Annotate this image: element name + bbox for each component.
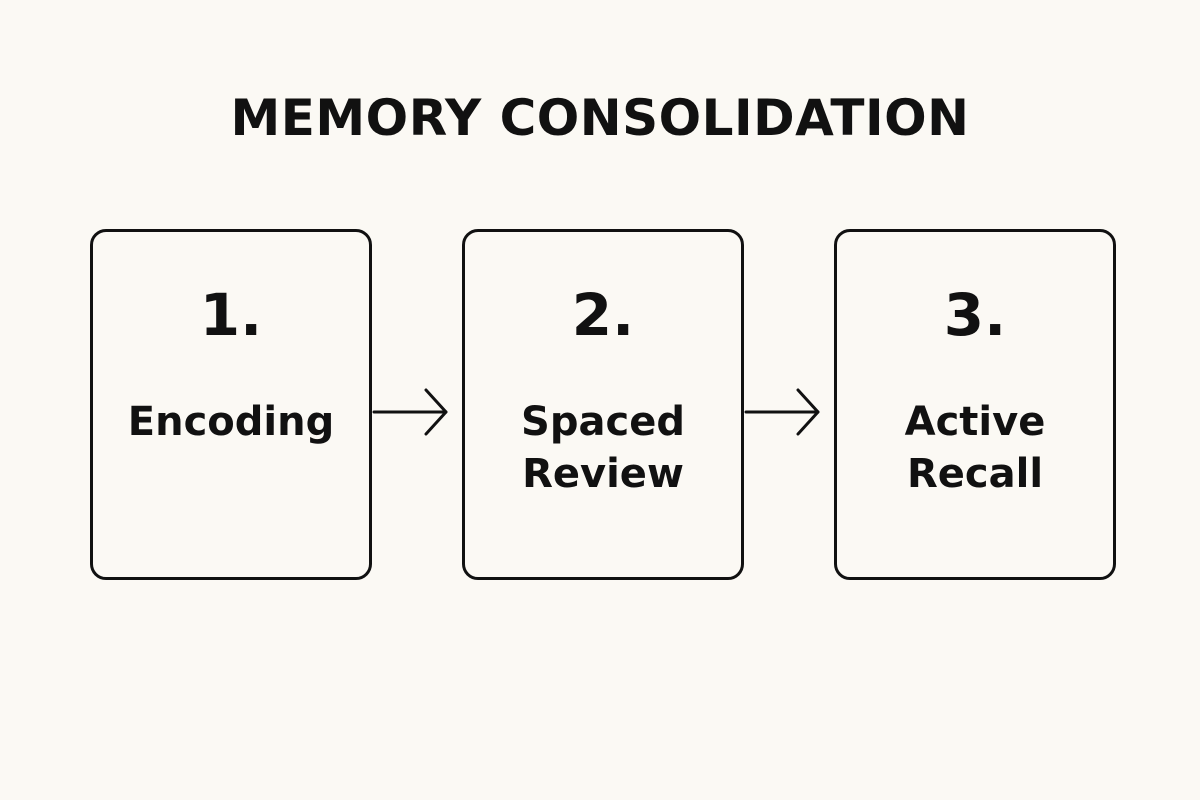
step-label: Active Recall (904, 399, 1046, 497)
step-label: Spaced Review (521, 399, 685, 497)
step-box-spaced-review: 2. Spaced Review (462, 229, 744, 580)
step-box-active-recall: 3. Active Recall (834, 229, 1116, 580)
diagram-title: MEMORY CONSOLIDATION (230, 89, 970, 147)
step-box-encoding: 1. Encoding (90, 229, 372, 580)
arrow-2-to-3 (744, 388, 820, 436)
arrow-head (796, 388, 820, 436)
step-label: Encoding (127, 399, 335, 445)
step-number: 2. (571, 281, 635, 349)
step-number: 3. (943, 281, 1007, 349)
arrow-1-to-2 (372, 388, 448, 436)
step-number: 1. (199, 281, 263, 349)
arrow-head (424, 388, 448, 436)
